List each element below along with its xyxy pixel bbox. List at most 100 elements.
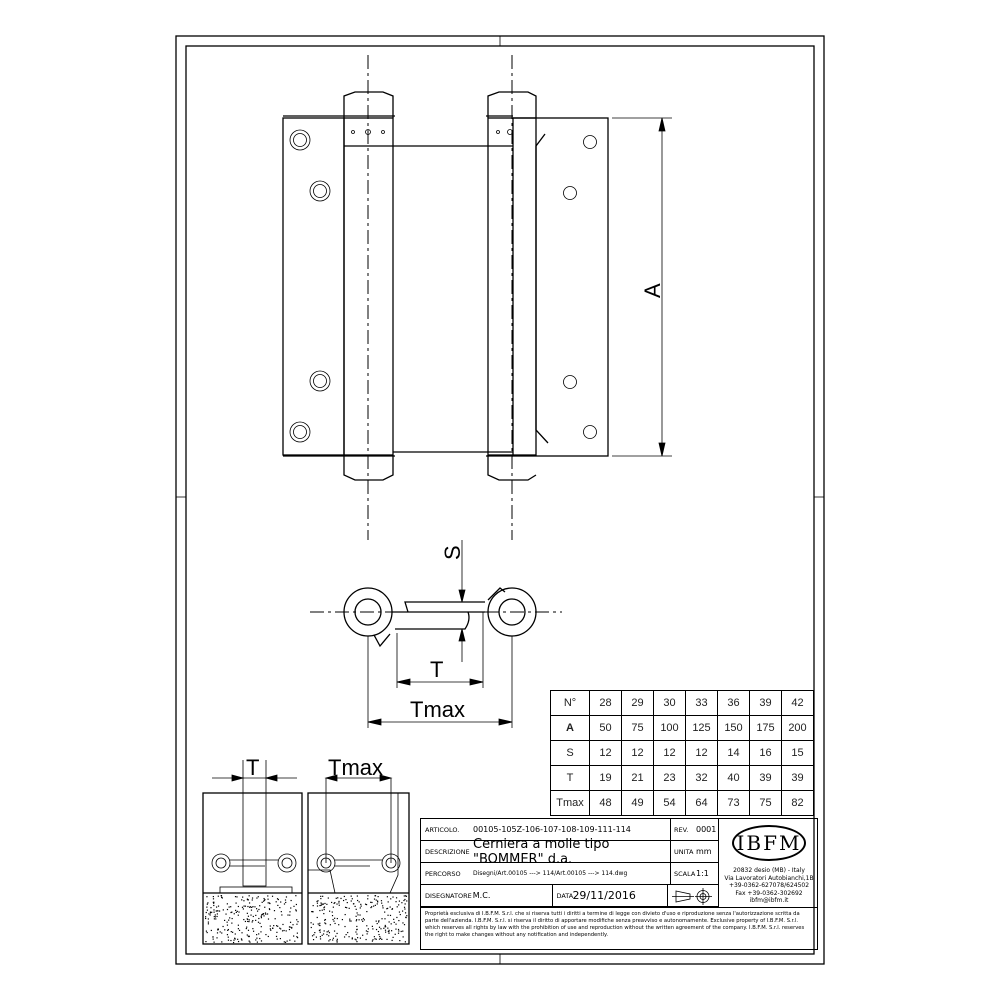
sand-dot [238,911,240,913]
sand-dot [349,918,351,920]
sand-dot [401,910,404,912]
sand-dot [335,935,337,937]
sand-dot [391,939,393,942]
address-line: ibfm@ibfm.it [749,897,789,904]
sand-dot [336,940,338,942]
sand-dot [284,899,287,901]
address-line: +39-0362-627078/624502 [728,882,810,889]
sand-dot [249,906,251,909]
sand-dot [387,901,389,903]
sand-dot [287,914,289,916]
sand-dot [351,898,353,900]
sand-dot [226,934,229,936]
sand-dot [238,929,241,931]
sand-dot [213,909,215,911]
sand-dot [257,921,260,923]
sand-dot [343,895,345,898]
sand-dot [289,911,291,913]
sand-dot [220,895,223,897]
sand-dot [337,897,339,899]
table-cell: 32 [685,765,718,791]
table-cell: 19 [589,765,622,791]
sand-dot [311,935,314,937]
sand-dot [206,903,208,905]
sand-dot [401,902,403,904]
sand-dot [206,896,208,898]
sand-dot [387,914,389,916]
sand-dot [325,923,327,925]
sand-dot [331,914,334,917]
sand-dot [252,928,254,930]
sand-dot [310,926,312,929]
sand-dot [329,924,331,926]
sand-dot [295,910,297,912]
sand-dot [216,915,218,918]
sand-dot [381,938,383,940]
sand-dot [323,906,326,908]
sand-dot [322,933,325,935]
sand-dot [258,908,260,911]
sand-dot [405,895,408,897]
dimension-T [396,612,484,688]
sand-dot [295,903,297,906]
sand-dot [328,940,330,942]
sand-dot [387,907,389,909]
sand-dot [393,921,395,923]
sand-dot [375,899,377,901]
sand-dot [255,914,257,917]
dimension-S [458,540,466,662]
sand-dot [406,915,408,917]
sand-dot [289,914,291,916]
sand-dot [391,908,394,910]
sand-dot [395,897,398,899]
sand-dot [311,910,314,913]
sand-dot [379,935,381,938]
sand-dot [340,897,342,900]
table-cell: 39 [781,765,814,791]
sand-dot [255,919,257,921]
sand-dot [404,895,407,897]
sand-dot [350,895,352,897]
sand-dot [359,914,361,916]
sand-dot [405,917,407,919]
sand-dot [378,926,381,928]
sand-dot [257,896,259,898]
dimension-A [612,117,672,457]
sand-dot [319,938,322,940]
sand-dot [248,935,250,937]
sand-dot [376,903,378,905]
sand-dot [247,935,249,937]
sand-dot [213,941,215,943]
sand-dot [311,910,313,913]
sand-dot [277,904,279,907]
sand-dot [234,933,236,935]
sand-dot [212,898,215,900]
table-cell: 64 [685,790,718,816]
sand-dot [234,896,237,898]
sand-dot [381,918,383,920]
sand-dot [399,913,401,916]
sand-dot [373,898,376,900]
sand-dot [229,917,231,919]
sand-dot [260,917,263,919]
sand-dot [391,930,393,932]
sand-dot [392,896,394,898]
sand-dot [277,898,279,901]
sand-dot [378,938,381,940]
sand-dot [291,926,293,929]
sand-dot [267,895,269,897]
sand-dot [356,941,358,943]
sand-dot [384,924,386,927]
sand-dot [216,913,218,915]
sand-dot [395,928,397,930]
sand-dot [251,897,254,899]
sand-dot [270,929,272,931]
sand-dot [283,941,285,943]
sand-dot [380,900,383,902]
sand-dot [322,903,325,905]
disclaimer: Proprietà esclusiva di I.B.F.M. S.r.l. c… [421,907,817,942]
sand-dot [256,934,258,936]
table-cell: 75 [621,715,654,741]
